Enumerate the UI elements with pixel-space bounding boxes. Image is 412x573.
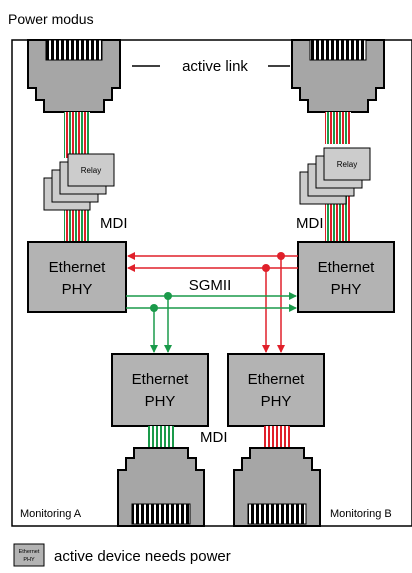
mdi-label-bottom: MDI bbox=[200, 429, 228, 446]
relay-stack-left: Relay bbox=[43, 153, 115, 211]
phy-monitoring-a-line1: Ethernet bbox=[132, 371, 190, 388]
rj45-jack-monitoring-a bbox=[117, 447, 205, 527]
legend-icon-line2: PHY bbox=[23, 557, 35, 563]
outer-frame bbox=[11, 39, 412, 527]
rj45-jack-top-right bbox=[291, 39, 385, 113]
relay-label-right: Relay bbox=[337, 160, 357, 169]
page-title: Power modus bbox=[8, 11, 94, 27]
phy-top-left-line2: PHY bbox=[62, 281, 93, 298]
rj45-jack-monitoring-b bbox=[233, 447, 321, 527]
phy-monitoring-b-line2: PHY bbox=[261, 393, 292, 410]
sgmii-green-lines bbox=[126, 292, 297, 353]
phy-top-right: Ethernet PHY bbox=[297, 241, 395, 313]
monitoring-a-label: Monitoring A bbox=[20, 508, 82, 520]
legend-text: active device needs power bbox=[54, 548, 231, 565]
phy-monitoring-b: Ethernet PHY bbox=[227, 353, 325, 427]
wire-bundle-monitoring-a bbox=[148, 426, 174, 448]
phy-top-right-line2: PHY bbox=[331, 281, 362, 298]
rj45-jack-top-left bbox=[27, 39, 121, 113]
junction-dot-green-1 bbox=[164, 292, 172, 300]
wire-bundle-monitoring-b bbox=[264, 426, 290, 448]
phy-top-left: Ethernet PHY bbox=[27, 241, 127, 313]
relay-label-left: Relay bbox=[81, 166, 101, 175]
phy-top-left-line1: Ethernet bbox=[49, 259, 107, 276]
mdi-label-right: MDI bbox=[296, 215, 324, 232]
junction-dot-red-2 bbox=[262, 264, 270, 272]
legend-phy-icon bbox=[13, 543, 45, 567]
active-link-label: active link bbox=[182, 58, 248, 75]
sgmii-label: SGMII bbox=[189, 277, 232, 294]
relay-stack-right: Relay bbox=[299, 147, 371, 205]
phy-monitoring-a-line2: PHY bbox=[145, 393, 176, 410]
legend: Ethernet PHY active device needs power bbox=[13, 543, 231, 567]
mdi-label-left: MDI bbox=[100, 215, 128, 232]
phy-monitoring-b-line1: Ethernet bbox=[248, 371, 306, 388]
sgmii-red-lines bbox=[127, 252, 298, 353]
legend-icon-line1: Ethernet bbox=[19, 549, 40, 555]
phy-top-right-line1: Ethernet bbox=[318, 259, 376, 276]
phy-monitoring-a: Ethernet PHY bbox=[111, 353, 209, 427]
junction-dot-red-1 bbox=[277, 252, 285, 260]
monitoring-b-label: Monitoring B bbox=[330, 508, 392, 520]
wire-bundle-left-upper bbox=[64, 112, 90, 158]
wire-bundle-right-upper bbox=[325, 112, 351, 144]
junction-dot-green-2 bbox=[150, 304, 158, 312]
